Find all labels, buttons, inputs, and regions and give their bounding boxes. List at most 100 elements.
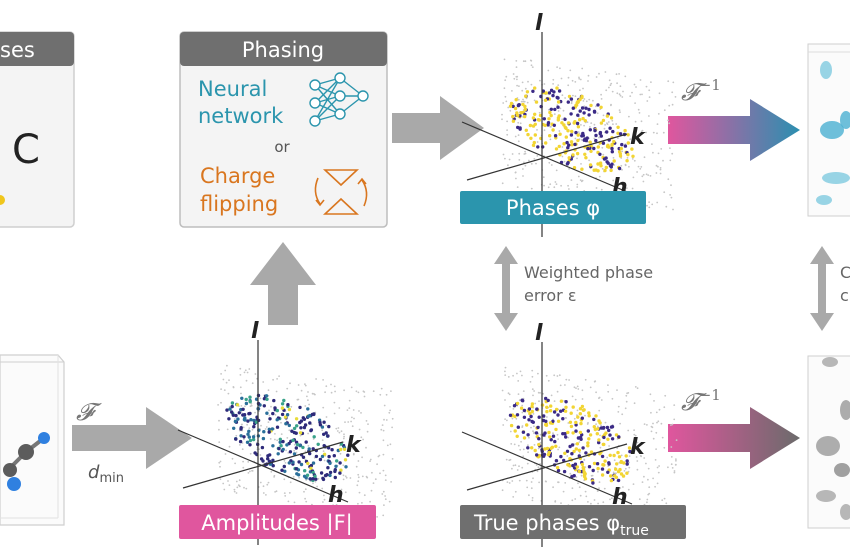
lattice-point: [669, 194, 671, 196]
lattice-point: [597, 470, 599, 473]
axis-label-l: l: [535, 11, 543, 36]
lattice-point: [502, 153, 505, 156]
lattice-point: [663, 191, 666, 194]
lattice-point: [637, 108, 640, 111]
lattice-point: [519, 370, 522, 373]
reflection-point: [612, 453, 616, 458]
lattice-point: [307, 432, 309, 435]
reflection-point: [267, 430, 271, 434]
reflection-point: [615, 462, 619, 466]
reflection-point: [267, 459, 272, 463]
reflection-point: [537, 442, 541, 447]
lattice-point: [574, 81, 577, 83]
reflection-point: [332, 454, 336, 458]
lattice-point: [343, 389, 345, 392]
lattice-point: [656, 123, 659, 125]
reflection-point: [566, 463, 570, 467]
reflection-point: [569, 140, 574, 144]
lattice-point: [673, 470, 676, 472]
reflection-point: [271, 464, 275, 468]
lattice-point: [596, 112, 599, 115]
lattice-point: [589, 126, 591, 128]
lattice-point: [357, 502, 359, 505]
reflection-point: [262, 397, 267, 401]
lattice-point: [517, 134, 520, 137]
axis-k: [466, 133, 628, 181]
lattice-point: [508, 459, 511, 462]
lattice-point: [671, 152, 674, 155]
lattice-point: [346, 409, 349, 411]
lattice-point: [268, 414, 271, 417]
lattice-point: [511, 153, 514, 155]
reflection-point: [549, 446, 553, 450]
reflection-point: [547, 117, 551, 121]
reflection-point: [605, 425, 610, 430]
reflection-point: [508, 104, 513, 108]
lattice-point: [243, 438, 245, 441]
lattice-point: [607, 465, 610, 467]
reflection-point: [327, 424, 331, 429]
lattice-point: [665, 502, 668, 505]
lattice-point: [564, 384, 566, 386]
lattice-point: [325, 416, 328, 418]
reflection-point: [527, 407, 532, 411]
lattice-point: [651, 203, 654, 206]
reflection-point: [259, 457, 264, 461]
reflection-point: [581, 446, 585, 450]
lattice-point: [584, 378, 587, 381]
lattice-point: [652, 151, 654, 154]
lattice-point: [509, 109, 512, 112]
reflection-point: [555, 95, 559, 100]
lattice-point: [243, 371, 246, 374]
reciprocal-plot-amplitudes: lkh: [177, 319, 394, 545]
lattice-point: [507, 106, 510, 109]
reflection-point: [292, 426, 297, 431]
reflection-point: [299, 426, 303, 430]
reflection-point: [596, 103, 600, 107]
axis-label-k: k: [630, 125, 646, 150]
lattice-point: [504, 374, 507, 376]
reflection-point: [265, 397, 269, 401]
reflection-point: [605, 114, 610, 118]
reflection-point: [230, 410, 234, 414]
lattice-point: [501, 182, 504, 185]
reflection-point: [244, 397, 248, 402]
lattice-point: [600, 399, 603, 401]
reflection-point: [559, 409, 563, 413]
lattice-point: [334, 390, 336, 393]
lattice-point: [640, 166, 643, 168]
lattice-point: [650, 411, 652, 414]
lattice-point: [241, 448, 244, 451]
lattice-point: [621, 96, 624, 98]
reflection-point: [334, 464, 338, 468]
reflection-point: [618, 152, 622, 156]
lattice-point: [530, 426, 532, 429]
lattice-point: [227, 480, 229, 482]
reflection-point: [604, 165, 608, 170]
reflection-point: [528, 123, 533, 128]
reflection-point: [548, 435, 552, 439]
lattice-point: [342, 437, 345, 440]
lattice-point: [636, 468, 639, 471]
reflection-point: [586, 441, 590, 445]
reflection-point: [266, 454, 270, 458]
reflection-point: [570, 452, 574, 456]
reflection-point: [521, 430, 526, 434]
lattice-point: [507, 376, 510, 378]
reflection-point: [557, 114, 561, 118]
lattice-point: [501, 489, 504, 492]
lattice-point: [552, 83, 554, 85]
lattice-point: [675, 459, 677, 462]
lattice-point: [220, 388, 223, 390]
reflection-point: [571, 431, 575, 435]
left-panel-letter: C: [12, 127, 40, 173]
reflection-point: [576, 138, 580, 143]
lattice-point: [593, 380, 596, 383]
reflection-point: [546, 121, 551, 125]
lattice-point: [220, 373, 223, 375]
lattice-point: [615, 73, 618, 76]
reflection-point: [582, 111, 586, 115]
lattice-point: [360, 412, 362, 414]
lattice-point: [645, 85, 648, 88]
lattice-point: [504, 418, 506, 420]
